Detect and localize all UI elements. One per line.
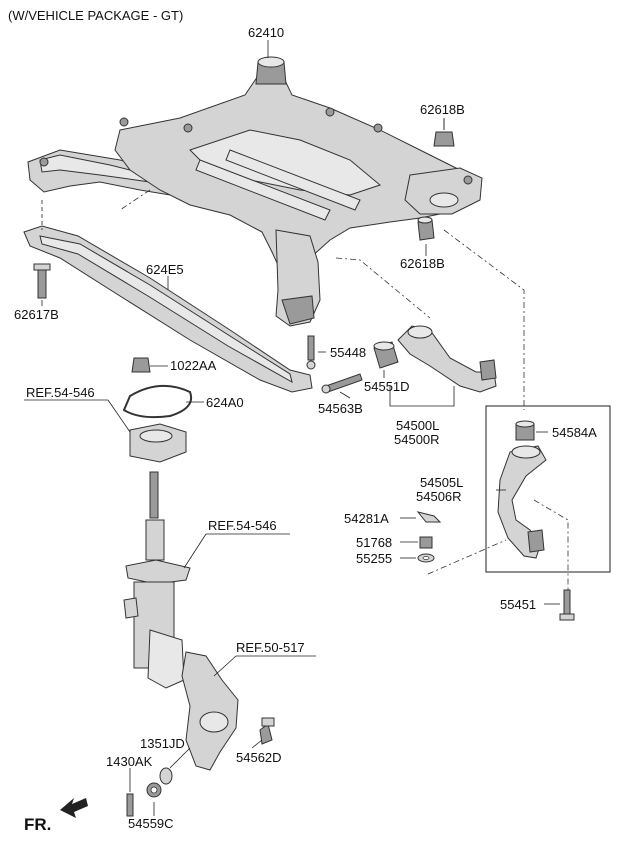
bushing-62618b-bottom	[417, 216, 435, 241]
diagram-header: (W/VEHICLE PACKAGE - GT)	[8, 8, 183, 23]
label-62617b: 62617B	[14, 307, 59, 322]
label-54505l: 54505L	[420, 475, 463, 490]
assembly-lines	[119, 189, 569, 590]
label-54281a: 54281A	[344, 511, 389, 526]
label-ref-50-517: REF.50-517	[236, 640, 305, 655]
label-1022aa: 1022AA	[170, 358, 217, 373]
label-624a0: 624A0	[206, 395, 244, 410]
nut-54559c	[146, 782, 162, 798]
label-54584a: 54584A	[552, 425, 597, 440]
steering-knuckle	[181, 651, 239, 771]
bolt-55448	[306, 335, 316, 370]
front-arrow-icon	[60, 798, 88, 818]
label-51768: 51768	[356, 535, 392, 550]
label-62618b-bottom: 62618B	[400, 256, 445, 271]
nut-51768	[419, 536, 433, 549]
label-1430ak: 1430AK	[106, 754, 153, 769]
washer-1351jd	[159, 767, 173, 785]
brace-bar-624e5	[23, 225, 313, 393]
arm-54505	[497, 445, 547, 559]
label-54563b: 54563B	[318, 401, 363, 416]
bolt-54562d	[259, 717, 275, 745]
bushing-54551d	[373, 341, 399, 369]
front-indicator-label: FR.	[24, 815, 51, 834]
ring-624a0	[122, 384, 192, 419]
bushing-54584a	[515, 420, 535, 441]
label-624e5: 624E5	[146, 262, 184, 277]
label-55448: 55448	[330, 345, 366, 360]
clip-54281a	[416, 511, 442, 523]
label-ref-54-546-strut: REF.54-546	[208, 518, 277, 533]
label-ref-54-546-top: REF.54-546	[26, 385, 95, 400]
label-55255: 55255	[356, 551, 392, 566]
nut-1022aa	[131, 357, 151, 373]
detail-box	[485, 405, 611, 573]
bolt-55451	[559, 589, 575, 621]
lower-control-arm-54500	[397, 325, 497, 393]
label-54500r: 54500R	[394, 432, 440, 447]
label-54506r: 54506R	[416, 489, 462, 504]
label-54559c: 54559C	[128, 816, 174, 831]
label-62618b-top: 62618B	[420, 102, 465, 117]
bolt-54563b	[321, 373, 363, 394]
pin-1430ak	[126, 793, 134, 817]
strut-mount	[129, 423, 187, 463]
label-55451: 55451	[500, 597, 536, 612]
bolt-62617b	[33, 200, 51, 299]
subframe-62410	[27, 56, 483, 327]
washer-55255	[417, 553, 435, 563]
leader-lines	[24, 40, 560, 816]
label-62410: 62410	[248, 25, 284, 40]
label-54500l: 54500L	[396, 418, 439, 433]
label-54551d: 54551D	[364, 379, 410, 394]
strut-assembly	[123, 471, 191, 689]
label-54562d: 54562D	[236, 750, 282, 765]
label-1351jd: 1351JD	[140, 736, 185, 751]
